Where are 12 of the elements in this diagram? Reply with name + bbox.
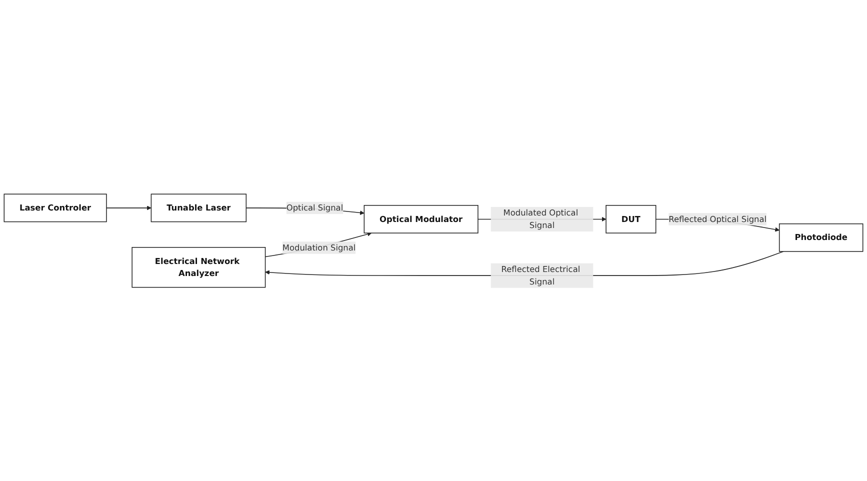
node-box: Electrical Network Analyzer: [132, 246, 266, 288]
edge-label: Reflected Optical Signal: [668, 214, 767, 224]
edge-label: Modulation Signal: [282, 242, 356, 252]
edge-label: Optical Signal: [286, 202, 344, 212]
node-box: Optical Modulator: [364, 204, 478, 233]
edge-label: Modulated Optical Signal: [503, 207, 578, 230]
node-box: Photodiode: [778, 222, 864, 252]
node-box: DUT: [606, 204, 656, 233]
node-box: Laser Controler: [4, 193, 107, 222]
arrow: [106, 205, 152, 210]
edge-label: Reflected Electrical Signal: [501, 264, 580, 286]
node-box: Tunable Laser: [150, 193, 247, 222]
